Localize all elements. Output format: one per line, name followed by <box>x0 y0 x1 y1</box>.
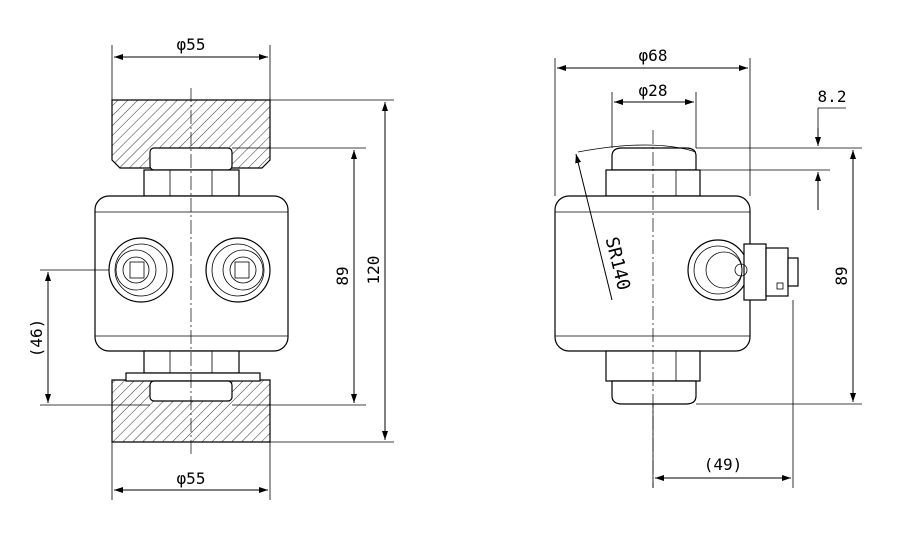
dim-connector-offset: (49) <box>704 455 743 474</box>
dim-line-sphere-radius <box>575 153 613 301</box>
side-view: φ68 φ28 8.2 SR140 89 (49) <box>554 46 862 488</box>
dim-outer-dia: φ68 <box>639 46 668 65</box>
side-top-head <box>611 147 697 171</box>
dim-side-height: 89 <box>832 266 851 285</box>
side-bottom-head <box>611 380 697 405</box>
bottom-nut <box>143 350 240 374</box>
connector-right <box>205 237 271 303</box>
dim-height-overall: 120 <box>364 256 383 285</box>
dim-top-dia: φ55 <box>177 35 206 54</box>
front-view: φ55 φ55 89 120 (46) <box>27 35 394 500</box>
sphere-arc <box>577 144 697 153</box>
side-connector <box>687 239 799 301</box>
dim-top-offset: 8.2 <box>818 87 847 106</box>
dim-bottom-dia: φ55 <box>177 469 206 488</box>
top-nut <box>143 169 240 197</box>
bottom-pad <box>125 372 261 382</box>
connector-left <box>108 237 174 303</box>
dim-head-dia: φ28 <box>639 81 668 100</box>
dim-height-inner: 89 <box>333 266 352 285</box>
dim-connector-height: (46) <box>27 319 46 358</box>
